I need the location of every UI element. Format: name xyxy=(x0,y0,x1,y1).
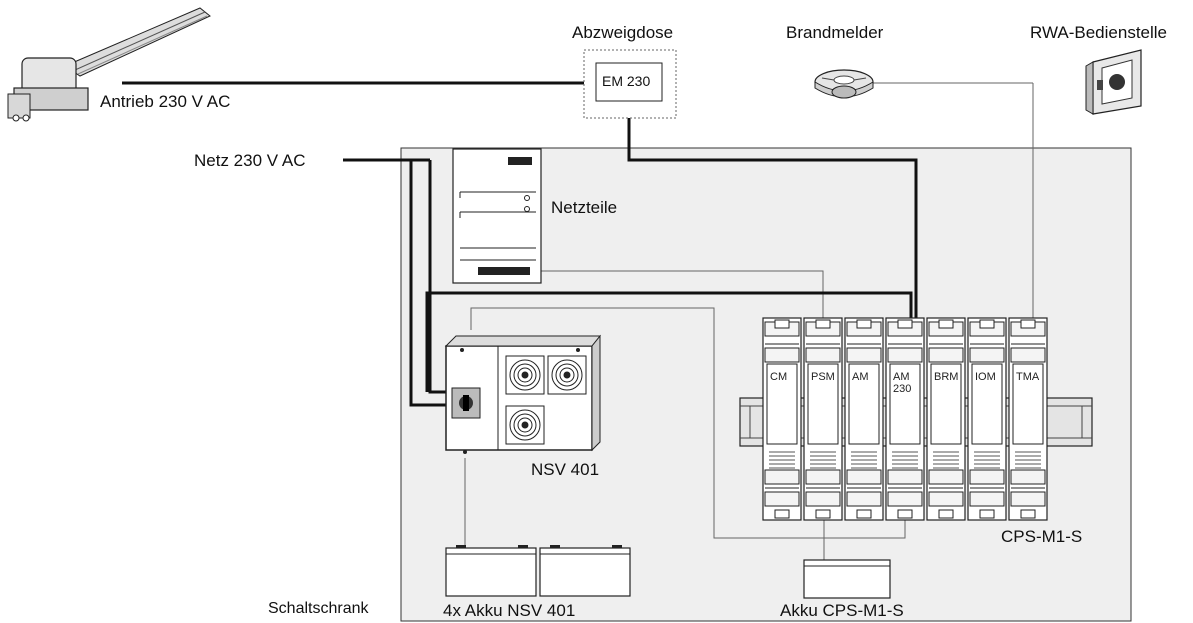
cps-module-am: AM xyxy=(844,317,884,521)
power-supply-unit xyxy=(452,148,542,284)
cps-module-label: AM xyxy=(852,371,869,383)
em230-box xyxy=(595,62,663,102)
cps-module-label: IOM xyxy=(975,371,996,383)
cps-module-cm: CM xyxy=(762,317,802,521)
label-brandmelder: Brandmelder xyxy=(786,23,884,42)
nsv401-unit xyxy=(444,334,602,454)
label-cps: CPS-M1-S xyxy=(1001,527,1083,546)
label-em230: EM 230 xyxy=(602,73,651,89)
cps-module-iom: IOM xyxy=(967,317,1007,521)
cps-module-psm: PSM xyxy=(803,317,843,521)
label-akku-nsv: 4x Akku NSV 401 xyxy=(443,601,576,620)
cps-module-brm: BRM xyxy=(926,317,966,521)
cps-module-label: PSM xyxy=(811,371,835,383)
cps-module-label: CM xyxy=(770,371,787,383)
rwa-control-unit xyxy=(1085,49,1142,115)
label-akku-cps: Akku CPS-M1-S xyxy=(780,601,904,620)
label-netz: Netz 230 V AC xyxy=(194,151,306,170)
label-antrieb: Antrieb 230 V AC xyxy=(100,92,231,111)
label-schaltschrank: Schaltschrank xyxy=(268,600,369,617)
actuator-drive xyxy=(7,7,211,122)
label-netzteile: Netzteile xyxy=(551,198,618,217)
label-rwa: RWA-Bedienstelle xyxy=(1030,23,1168,42)
battery-nsv-1 xyxy=(445,545,537,597)
cps-module-label: BRM xyxy=(934,371,958,383)
smoke-detector xyxy=(814,69,874,99)
cps-module-label: AM xyxy=(893,371,910,383)
cps-module-tma: TMA xyxy=(1008,317,1048,521)
power-wires xyxy=(122,81,918,407)
battery-nsv-2 xyxy=(539,545,631,597)
label-nsv: NSV 401 xyxy=(531,460,600,479)
battery-cps xyxy=(803,559,891,599)
label-abzweigdose: Abzweigdose xyxy=(572,23,674,42)
signal-wires xyxy=(464,82,1034,560)
cps-module-label: TMA xyxy=(1016,371,1040,383)
cps-module-label: 230 xyxy=(893,383,911,395)
junction-box xyxy=(583,49,677,119)
